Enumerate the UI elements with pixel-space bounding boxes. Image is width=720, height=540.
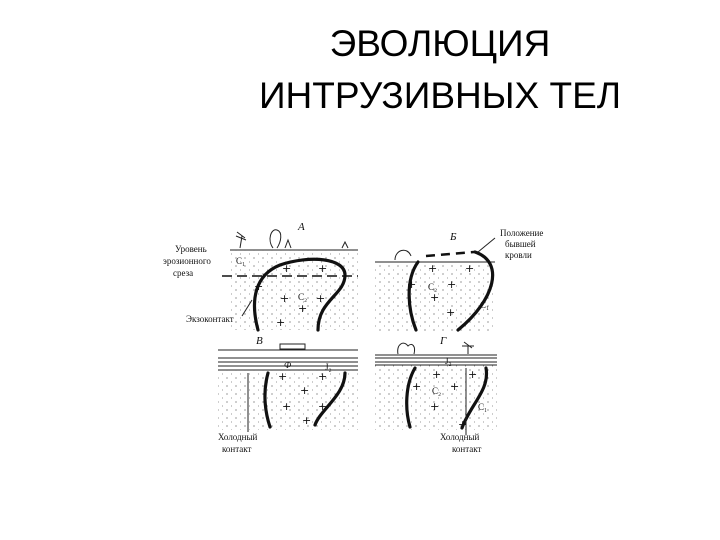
svg-text:+: +: [432, 368, 441, 381]
panel-letter: Г: [439, 335, 447, 347]
panel-v: В Ф J₂ + + + + + +: [218, 335, 358, 432]
svg-text:+: +: [316, 292, 325, 305]
svg-text:+: +: [282, 400, 291, 413]
host-label: C₁: [236, 256, 245, 266]
panel-g: Г J₂ C₂ C₁ + + + + + +: [375, 335, 497, 435]
panel-letter: А: [297, 221, 305, 233]
svg-text:+: +: [468, 368, 477, 381]
title-line-1: ЭВОЛЮЦИЯ: [329, 23, 551, 64]
svg-text:+: +: [430, 400, 439, 413]
svg-text:+: +: [446, 306, 455, 319]
svg-text:+: +: [300, 384, 309, 397]
cold-contact-v-label-2: контакт: [222, 444, 252, 454]
svg-text:+: +: [407, 278, 416, 291]
svg-text:+: +: [298, 302, 307, 315]
panel-letter: В: [256, 335, 263, 347]
cold-contact-g-label-2: контакт: [452, 444, 482, 454]
svg-text:+: +: [450, 380, 459, 393]
vegetation-icon: [235, 229, 349, 249]
svg-text:+: +: [465, 262, 474, 275]
svg-text:+: +: [318, 400, 327, 413]
erosion-level-label-2: эрозионного: [163, 256, 211, 266]
slide-title: ЭВОЛЮЦИЯ ИНТРУЗИВНЫХ ТЕЛ: [230, 18, 650, 122]
panel-b: Б C₂ C₁ + + + + + +: [375, 231, 495, 332]
cover-label: J₂: [445, 356, 452, 366]
former-roof-label-1: Положение: [500, 228, 543, 238]
exocontact-label: Экзоконтакт: [186, 314, 234, 324]
svg-text:+: +: [458, 418, 467, 431]
erosion-level-label-3: среза: [173, 268, 193, 278]
svg-text:+: +: [278, 370, 287, 383]
cold-contact-v-label-1: Холодный: [218, 432, 257, 442]
svg-text:+: +: [412, 380, 421, 393]
panel-letter: Б: [449, 231, 457, 243]
svg-text:+: +: [276, 316, 285, 329]
svg-text:+: +: [428, 262, 437, 275]
cold-contact-g-label-1: Холодный: [440, 432, 479, 442]
former-roof-label-3: кровли: [505, 250, 532, 260]
svg-text:+: +: [430, 291, 439, 304]
host-label: C₁: [480, 300, 489, 310]
erosion-level-label-1: Уровень: [175, 244, 207, 254]
svg-text:+: +: [318, 262, 327, 275]
cover-label: J₂: [325, 362, 332, 372]
svg-text:+: +: [282, 262, 291, 275]
title-line-2: ИНТРУЗИВНЫХ ТЕЛ: [258, 75, 622, 116]
svg-text:+: +: [447, 278, 456, 291]
intrusion-label: C₂: [432, 386, 441, 396]
svg-text:+: +: [318, 370, 327, 383]
intrusion-label: C₂: [428, 282, 437, 292]
fossil-label: Ф: [284, 360, 292, 370]
intrusion-label: C₂: [298, 292, 307, 302]
svg-text:+: +: [280, 292, 289, 305]
svg-text:+: +: [254, 280, 263, 293]
former-roof-label-2: бывшей: [505, 239, 536, 249]
svg-text:+: +: [302, 414, 311, 427]
host-label: C₁: [478, 402, 487, 412]
panel-a: А C₁ C₂ + + + + + + +: [222, 221, 358, 332]
